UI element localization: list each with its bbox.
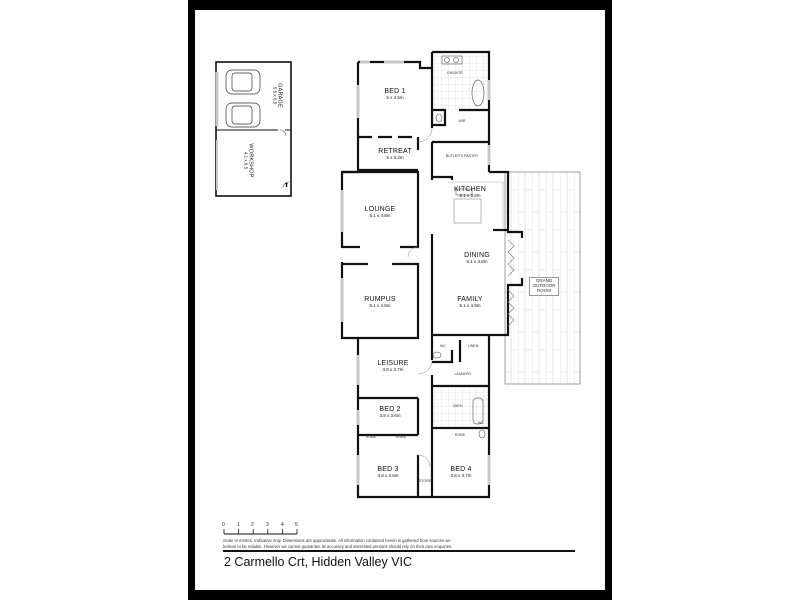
car-icon — [225, 69, 261, 128]
room-name: KITCHEN — [453, 186, 487, 193]
room-bath: BATH — [453, 404, 463, 408]
room-workshop: WORKSHOP 4.1 x 6.5 — [243, 130, 253, 190]
room-dims: 5.5 x 6.5 — [272, 86, 278, 105]
room-name-line: OUTDOOR — [532, 282, 556, 288]
room-name: FAMILY — [457, 296, 483, 303]
room-rumpus: RUMPUS 5.1 x 4.8m — [355, 296, 405, 309]
room-dims: 3.8 x 3.6m — [379, 412, 401, 418]
door-swings — [407, 127, 433, 468]
room-retreat: RETREAT 5 x 3.2m — [370, 148, 420, 161]
room-bed3: BED 3 3.8 x 3.6m — [363, 466, 413, 479]
room-linen: LINEN — [467, 344, 479, 348]
room-robe: ROBE — [365, 435, 377, 439]
scale-tick: 5 — [295, 522, 298, 528]
room-bed4: BED 4 3.8 x 3.7m — [436, 466, 486, 479]
room-dims: 5.1 x 3.8m — [459, 192, 481, 198]
bifold-doors — [507, 239, 515, 327]
room-wir: WIR — [458, 119, 466, 123]
room-name: RETREAT — [378, 148, 412, 155]
room-name: LOUNGE — [364, 206, 396, 213]
house-walls — [340, 50, 524, 499]
room-family: FAMILY 5.1 x 4.9m — [445, 296, 495, 309]
disclaimer-line: believe to be reliable. However we canno… — [223, 544, 453, 550]
kitchen-island — [453, 198, 482, 224]
scale-tick: 0 — [222, 522, 225, 528]
room-dims: 5.1 x 4.8m — [369, 212, 391, 218]
room-dims: 3.8 x 3.7m — [450, 472, 472, 478]
room-name: BED 3 — [377, 466, 399, 473]
room-laundry: LAUNDRY — [454, 372, 472, 376]
room-name: DINING — [464, 252, 490, 259]
disclaimer-line: Scale in metres. Indicative only. Dimens… — [223, 538, 451, 543]
room-robe: ROBE — [454, 433, 466, 437]
divider — [223, 550, 575, 552]
toilet-icon — [432, 113, 486, 439]
room-dims: 5.1 x 4.8m — [369, 302, 391, 308]
room-dining: DINING 6.1 x 3.8m — [452, 252, 502, 265]
room-butlers-pantry: BUTLER'S PANTRY — [445, 154, 479, 158]
room-wc: WC — [478, 421, 484, 425]
room-wc: WC — [440, 344, 446, 348]
scale-tick: 2 — [251, 522, 254, 528]
room-dims: 5 x 3.2m — [386, 154, 404, 160]
garage-block: ⬆ — [215, 61, 292, 197]
room-dims: 3.8 x 3.7m — [382, 366, 404, 372]
room-leisure: LEISURE 3.8 x 3.7m — [368, 360, 418, 373]
room-ensuite: ENSUITE — [447, 71, 463, 75]
windows — [340, 60, 491, 485]
room-store: STORE — [418, 479, 432, 483]
room-name: RUMPUS — [364, 296, 396, 303]
room-dims: 4.1 x 6.5 — [243, 151, 249, 170]
room-dims: 5 x 4.5m — [386, 94, 404, 100]
room-grand-outdoor: GRAND OUTDOOR ROOM — [529, 277, 559, 296]
property-address: 2 Carmello Crt, Hidden Valley VIC — [224, 555, 413, 569]
room-name: BED 2 — [379, 406, 401, 413]
room-lounge: LOUNGE 5.1 x 4.8m — [355, 206, 405, 219]
room-name: LEISURE — [377, 360, 409, 367]
room-name-line: ROOM — [537, 287, 551, 293]
room-name: BED 1 — [384, 88, 406, 95]
svg-text:⬆: ⬆ — [284, 182, 289, 189]
room-garage: GARAGE 5.5 x 6.5 — [272, 70, 282, 120]
room-name-line: GRAND — [535, 278, 553, 283]
scale-tick: 3 — [266, 522, 269, 528]
room-bed2: BED 2 3.8 x 3.6m — [365, 406, 415, 419]
room-dims: 3.8 x 3.6m — [377, 472, 399, 478]
room-kitchen: KITCHEN 5.1 x 3.8m — [445, 186, 495, 199]
scale-tick: 1 — [237, 522, 240, 528]
room-name: BED 4 — [450, 466, 472, 473]
disclaimer: Scale in metres. Indicative only. Dimens… — [223, 538, 583, 551]
room-bed1: BED 1 5 x 4.5m — [370, 88, 420, 101]
room-dims: 6.1 x 3.8m — [466, 258, 488, 264]
room-dims: 5.1 x 4.9m — [459, 302, 481, 308]
scale-tick: 4 — [281, 522, 284, 528]
room-robe: ROBE — [395, 435, 407, 439]
